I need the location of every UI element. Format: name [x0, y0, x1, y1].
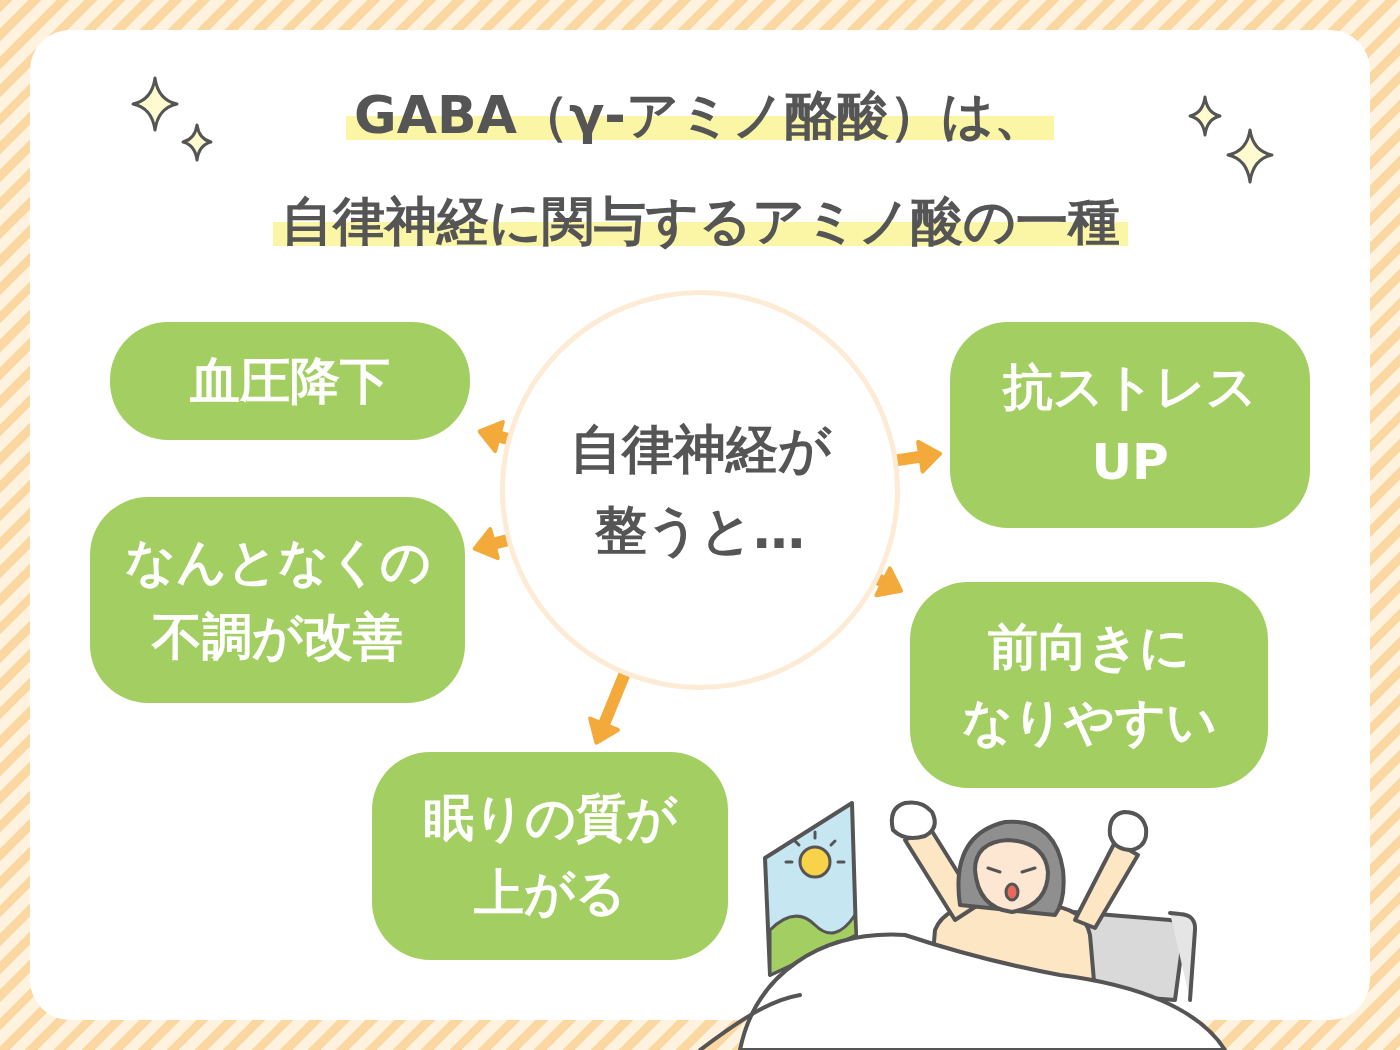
body	[925, 905, 1100, 1050]
left-fist	[892, 802, 935, 838]
node-text: 前向きに なりやすい	[930, 610, 1248, 760]
center-circle: 自律神経が 整うと…	[500, 290, 900, 690]
effect-box: 前向きに なりやすい	[910, 582, 1268, 788]
effect-box: 血圧降下	[110, 322, 470, 440]
bed-edge	[700, 995, 800, 1050]
right-arm	[1075, 842, 1138, 928]
node-text: 眠りの質が 上がる	[392, 781, 708, 931]
sparkle	[133, 78, 177, 130]
mouth	[1006, 884, 1018, 900]
effect-box: なんとなくの 不調が改善	[90, 497, 465, 703]
arrow-head	[475, 529, 498, 558]
sparkle	[1228, 130, 1272, 182]
headboard	[1170, 913, 1195, 1000]
node-text: 自律神経が 整うと…	[545, 409, 855, 570]
hill	[770, 915, 856, 975]
sun	[800, 847, 830, 877]
blanket	[740, 935, 1225, 1050]
title: GABA（γ-アミノ酪酸）は、 自律神経に関与するアミノ酸の一種	[273, 85, 1128, 251]
sparkle	[1190, 97, 1220, 135]
window	[765, 803, 856, 975]
sparkle	[183, 125, 211, 160]
arrow-head	[918, 442, 940, 472]
pillow	[980, 905, 1183, 1000]
title-block: GABA（γ-アミノ酪酸）は、 自律神経に関与するアミノ酸の一種	[200, 62, 1200, 274]
arrow-head	[590, 719, 618, 743]
face	[975, 840, 1048, 912]
node-text: 抗ストレス UP	[970, 350, 1290, 500]
node-text: なんとなくの 不調が改善	[110, 525, 445, 675]
right-fist	[1110, 812, 1146, 850]
hair	[958, 822, 1063, 915]
effect-box: 眠りの質が 上がる	[372, 752, 728, 960]
node-text: 血圧降下	[130, 344, 450, 419]
left-arm	[905, 828, 978, 920]
eyes	[988, 868, 1035, 872]
sun-rays	[786, 832, 844, 862]
arrow-head	[480, 422, 503, 451]
effect-box: 抗ストレス UP	[950, 322, 1310, 528]
